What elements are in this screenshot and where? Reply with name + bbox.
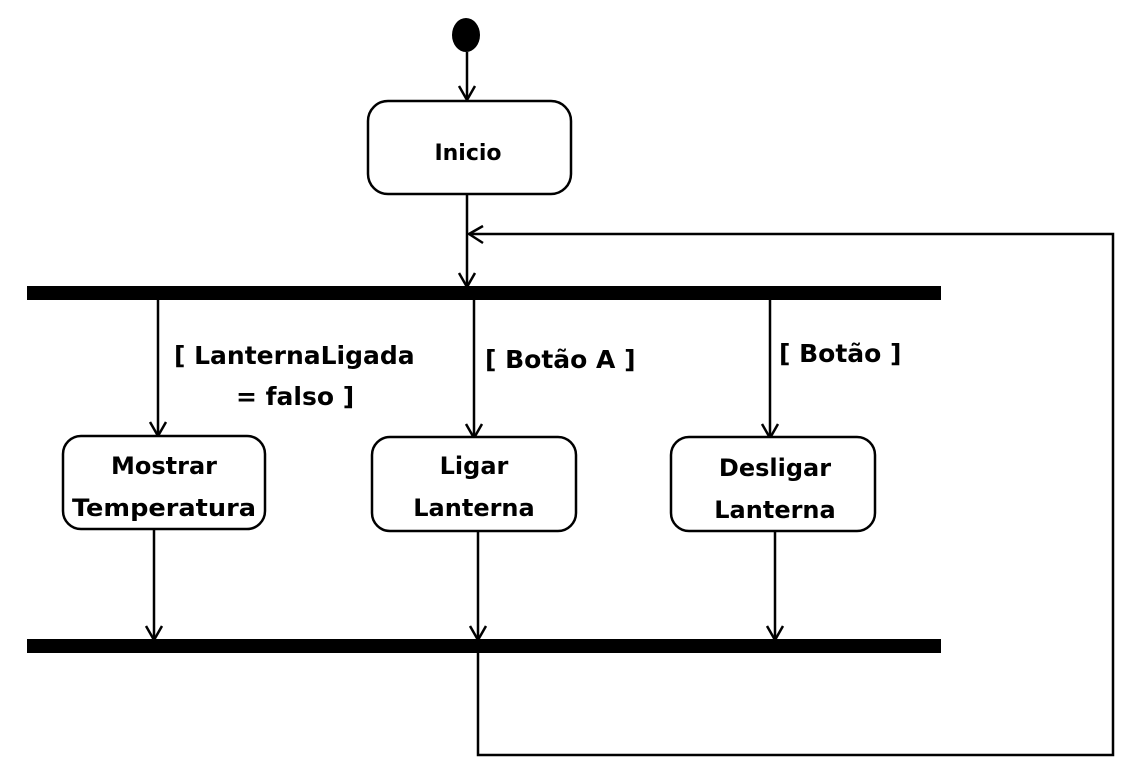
action-desligar-label-line1: Desligar — [719, 454, 831, 482]
action-desligar-lanterna[interactable]: Desligar Lanterna — [669, 435, 877, 533]
action-desligar-label-line2: Lanterna — [714, 496, 835, 524]
action-mostrar-label-line1: Mostrar — [111, 452, 217, 480]
edge-inicio-to-fork — [457, 194, 477, 290]
action-ligar-lanterna[interactable]: Ligar Lanterna — [370, 435, 578, 533]
action-mostrar-label-line2: Temperatura — [72, 494, 256, 522]
initial-node — [452, 18, 480, 52]
edge-ligar-to-join — [468, 531, 488, 643]
edge-desligar-to-join — [765, 531, 785, 643]
edge-fork-to-mostrar — [148, 300, 168, 439]
guard-ligar: [ Botão A ] — [485, 345, 636, 374]
edge-mostrar-to-join — [144, 529, 164, 643]
edge-fork-to-desligar — [760, 300, 780, 441]
edge-fork-to-ligar — [464, 300, 484, 441]
guard-desligar: [ Botão ] — [779, 339, 902, 368]
action-ligar-label-line2: Lanterna — [413, 494, 534, 522]
edge-loop-back — [466, 224, 1115, 757]
edge-start-to-inicio — [457, 52, 477, 103]
join-bar — [27, 639, 941, 653]
guard-mostrar-line1: [ LanternaLigada — [174, 341, 415, 370]
fork-bar — [27, 286, 941, 300]
guard-mostrar-line2: = falso ] — [236, 382, 354, 411]
action-ligar-label-line1: Ligar — [440, 452, 509, 480]
action-inicio[interactable]: Inicio — [366, 99, 573, 196]
action-inicio-label: Inicio — [434, 141, 501, 166]
action-mostrar-temperatura[interactable]: Mostrar Temperatura — [61, 434, 267, 531]
